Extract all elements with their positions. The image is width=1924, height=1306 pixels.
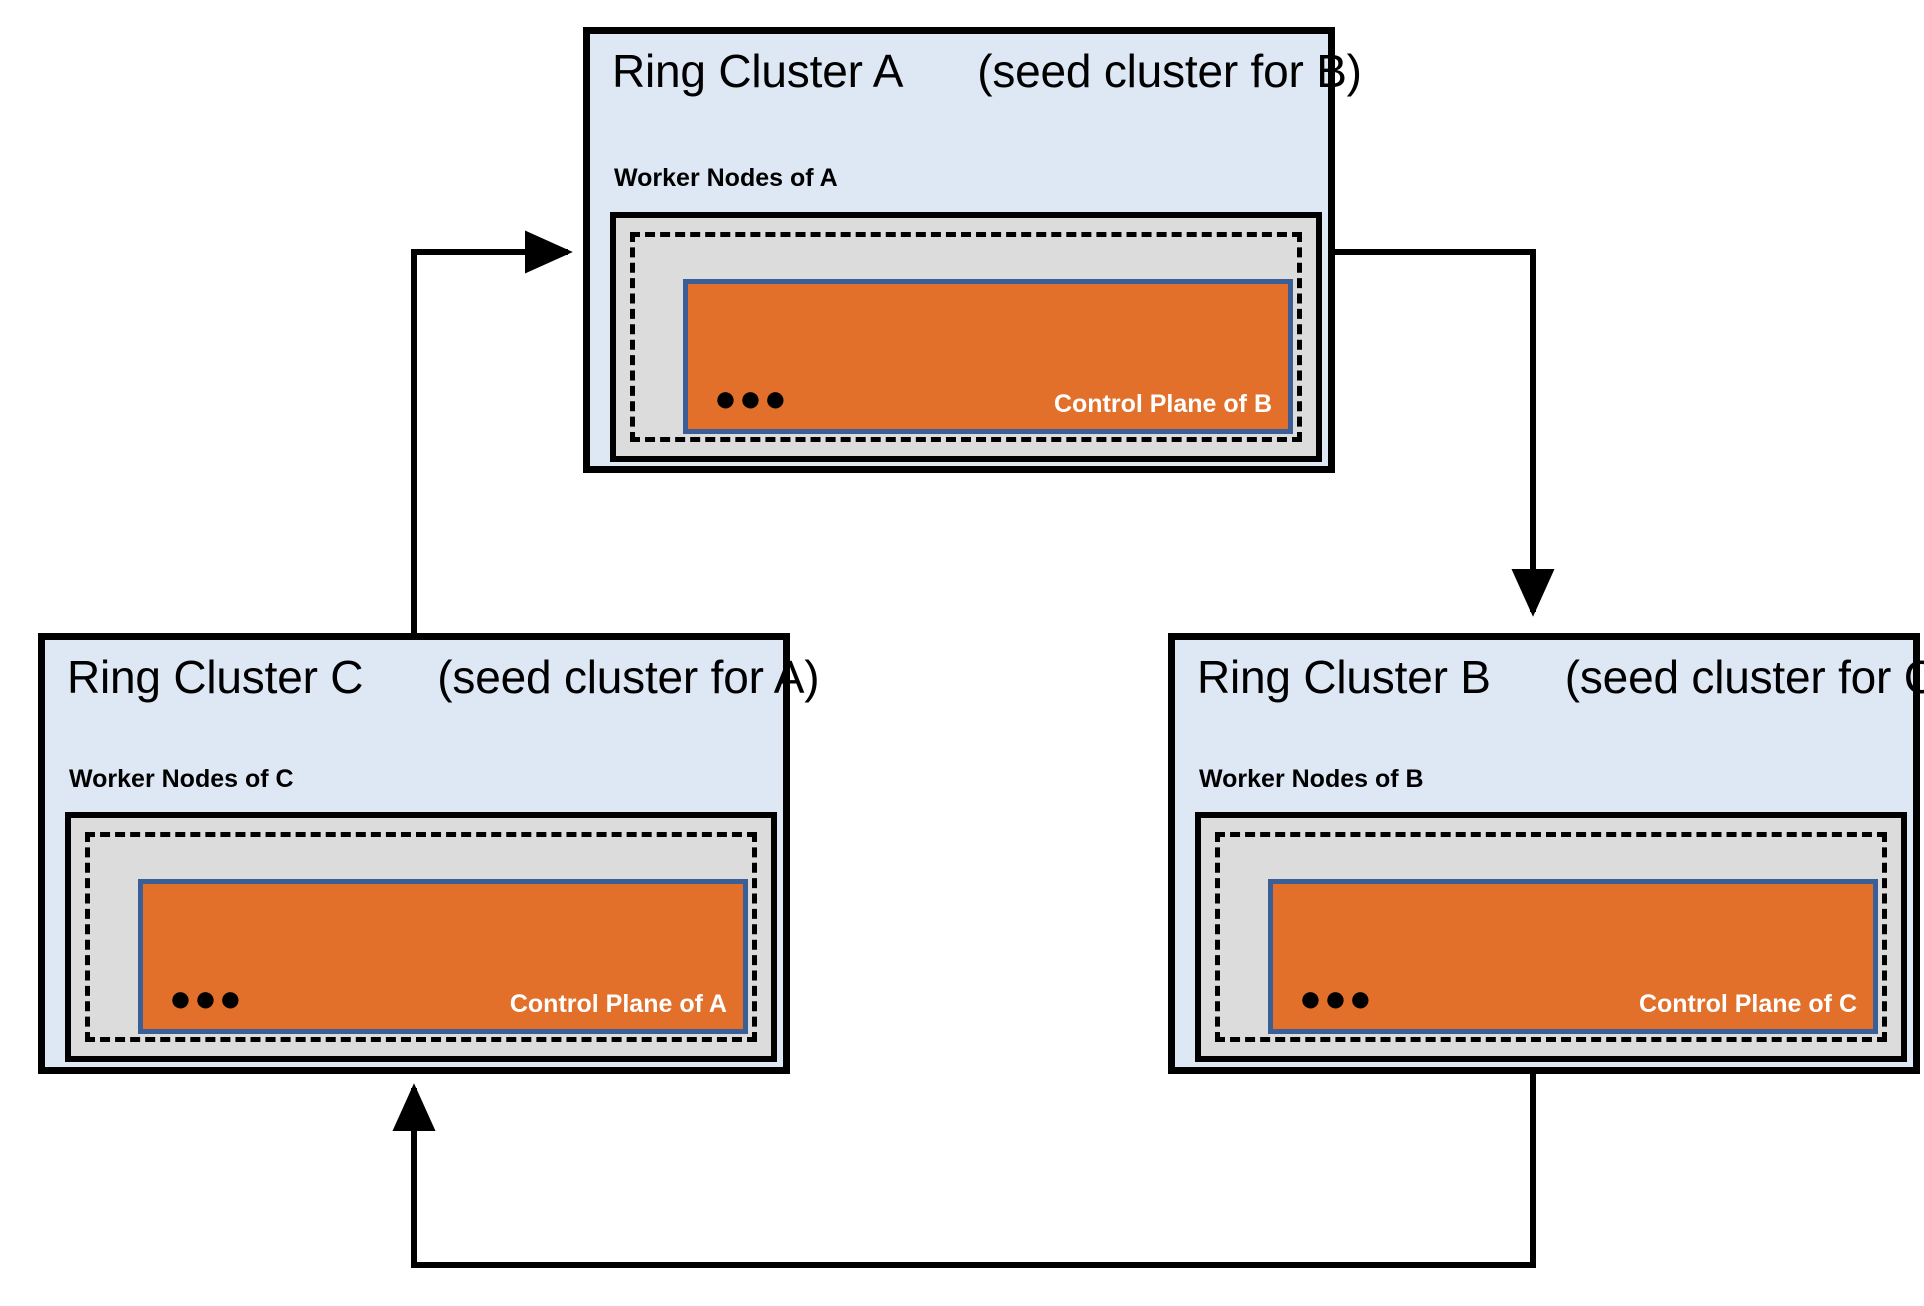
cluster-c-seed-note: (seed cluster for A) (437, 651, 820, 703)
cluster-a-seed-note: (seed cluster for B) (977, 45, 1362, 97)
cluster-a-worker-dashed-boundary: ●●● Control Plane of B (630, 232, 1302, 442)
cluster-b-control-plane-label: Control Plane of C (1638, 990, 1857, 1018)
cluster-a-ellipsis-icon: ●●● (714, 378, 789, 421)
ring-cluster-a[interactable]: Ring Cluster A (seed cluster for B) Worke… (583, 27, 1362, 473)
cluster-a-control-plane-box[interactable]: ●●● Control Plane of B (683, 279, 1293, 434)
cluster-a-worker-label: Worker Nodes of A (614, 164, 838, 192)
cluster-c-worker-label: Worker Nodes of C (69, 765, 294, 793)
arrow-c-to-a (411, 230, 573, 633)
cluster-b-worker-nodes-box: ●●● Control Plane of C (1195, 812, 1907, 1062)
cluster-c-ellipsis-icon: ●●● (169, 978, 244, 1021)
cluster-c-control-plane-label: Control Plane of A (509, 990, 727, 1018)
cluster-c-control-plane-box[interactable]: ●●● Control Plane of A (138, 879, 748, 1034)
arrow-a-to-b (1335, 249, 1555, 617)
cluster-b-worker-dashed-boundary: ●●● Control Plane of C (1215, 832, 1887, 1042)
cluster-b-ellipsis-icon: ●●● (1299, 978, 1374, 1021)
cluster-a-title: Ring Cluster A (seed cluster for B) (612, 44, 1362, 98)
ring-cluster-b[interactable]: Ring Cluster B (seed cluster for C) Worke… (1168, 633, 1924, 1074)
cluster-b-seed-note: (seed cluster for C) (1564, 651, 1924, 703)
cluster-b-control-plane-box[interactable]: ●●● Control Plane of C (1268, 879, 1878, 1034)
ring-cluster-c[interactable]: Ring Cluster C (seed cluster for A) Worke… (38, 633, 820, 1074)
cluster-c-name: Ring Cluster C (67, 651, 364, 703)
cluster-a-name: Ring Cluster A (612, 45, 904, 97)
cluster-c-title: Ring Cluster C (seed cluster for A) (67, 650, 820, 704)
cluster-c-worker-dashed-boundary: ●●● Control Plane of A (85, 832, 757, 1042)
cluster-a-worker-nodes-box: ●●● Control Plane of B (610, 212, 1322, 462)
cluster-a-control-plane-label: Control Plane of B (1053, 390, 1272, 418)
cluster-b-worker-label: Worker Nodes of B (1199, 765, 1424, 793)
cluster-b-name: Ring Cluster B (1197, 651, 1491, 703)
arrow-b-to-c (392, 1074, 1536, 1268)
cluster-c-worker-nodes-box: ●●● Control Plane of A (65, 812, 777, 1062)
cluster-b-title: Ring Cluster B (seed cluster for C) (1197, 650, 1924, 704)
